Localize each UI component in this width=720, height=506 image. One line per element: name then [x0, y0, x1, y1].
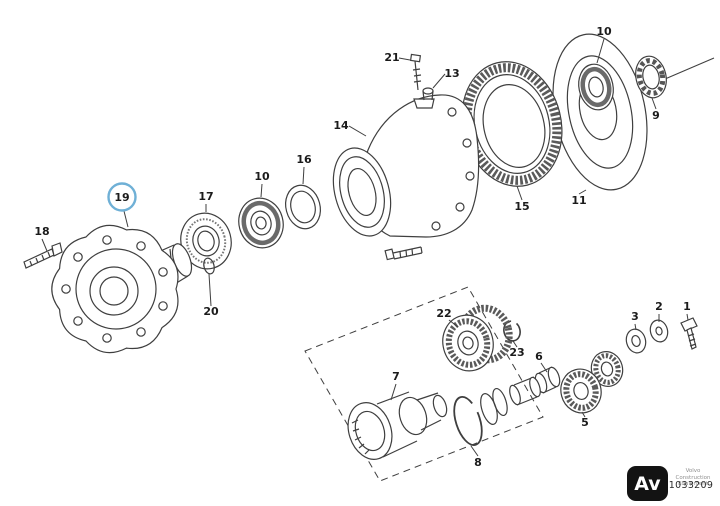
- part-washer-3: [625, 328, 647, 354]
- part-label-16: 16: [296, 153, 312, 166]
- part-o-rings: [480, 387, 508, 425]
- part-washer-2: [649, 319, 669, 343]
- brand-caption: Volvo Construction Equipment: [669, 468, 717, 488]
- part-label-17: 17: [198, 190, 213, 203]
- part-drum-11: [552, 33, 648, 191]
- part-circlip-23: [503, 320, 521, 342]
- part-label-19: 19: [114, 191, 129, 204]
- part-label-23: 23: [509, 346, 524, 359]
- avito-watermark-text: Av: [634, 472, 661, 495]
- part-label-13: 13: [444, 67, 459, 80]
- part-snap-ring-8: [453, 396, 483, 446]
- part-ring-16: [285, 184, 321, 230]
- part-carrier-14: [332, 94, 480, 238]
- part-hub-19: [51, 224, 193, 354]
- part-label-21: 21: [384, 51, 399, 64]
- figure-number: 1033209: [668, 480, 714, 491]
- leader-lines: [41, 38, 689, 457]
- brand-caption-line2: Equipment: [678, 481, 708, 487]
- part-planet-gear-22: [442, 304, 513, 372]
- part-label-6: 6: [535, 350, 543, 363]
- part-label-11: 11: [571, 194, 586, 207]
- part-ring-gear-15: [461, 61, 563, 187]
- part-shaft-7: [347, 391, 448, 460]
- part-label-14: 14: [333, 119, 349, 132]
- part-bearing-10-right: [578, 63, 614, 111]
- brand-caption-line1: Volvo Construction: [675, 468, 711, 481]
- part-bolt-1: [680, 317, 698, 350]
- part-label-10-left: 10: [254, 170, 270, 183]
- part-label-15: 15: [514, 200, 529, 213]
- part-label-22: 22: [436, 307, 451, 320]
- part-label-9: 9: [652, 109, 660, 122]
- part-label-7: 7: [392, 370, 400, 383]
- part-label-1: 1: [683, 300, 691, 313]
- part-labels: 18 19 17 10 16 14 21 13 15 11 10 9 20 7 …: [34, 25, 690, 469]
- part-label-2: 2: [655, 300, 663, 313]
- part-pin: [509, 376, 541, 406]
- part-label-3: 3: [631, 310, 639, 323]
- dashed-group-box: [304, 286, 544, 482]
- part-planet-gear-5: [560, 368, 602, 414]
- part-bolt-small: [384, 246, 423, 261]
- axis-line: [657, 57, 715, 83]
- part-label-5: 5: [581, 416, 589, 429]
- highlight-circle-19: [107, 182, 137, 212]
- avito-watermark-badge: Av: [627, 466, 668, 501]
- part-bearing-10-left: [238, 197, 284, 249]
- part-bolt-21: [409, 53, 422, 91]
- part-label-10-right: 10: [596, 25, 612, 38]
- part-washer-20: [203, 257, 215, 275]
- part-locknut-9: [635, 55, 667, 99]
- part-stud-18: [23, 242, 63, 269]
- part-label-8: 8: [474, 456, 482, 469]
- part-plug-13: [422, 87, 434, 101]
- part-label-18: 18: [34, 225, 49, 238]
- part-label-20: 20: [203, 305, 219, 318]
